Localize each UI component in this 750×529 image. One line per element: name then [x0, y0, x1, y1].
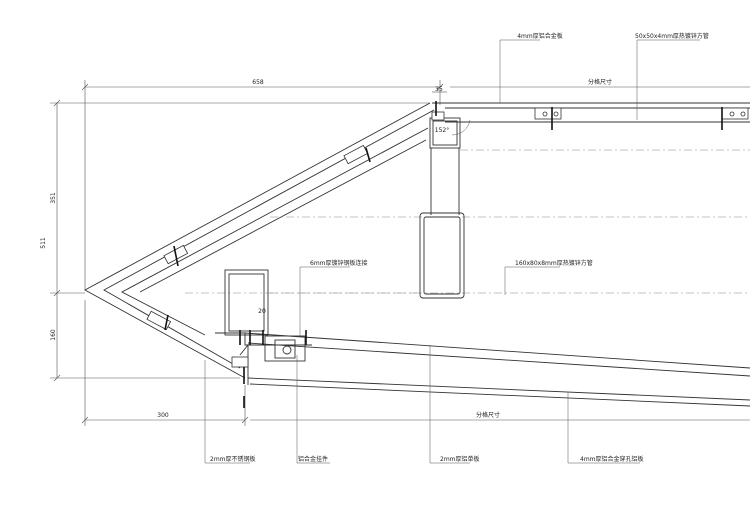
steel-tubes	[215, 117, 465, 362]
leader-lines	[204, 39, 700, 464]
dim-top-width: 658	[252, 79, 264, 86]
fastener	[343, 144, 369, 165]
top-square-tube	[429, 117, 461, 149]
label-top-plate: 4mm厚铝合金板	[517, 32, 563, 40]
eave-outline	[84, 102, 750, 407]
label-top-tube: 50x50x4mm厚热镀锌方管	[635, 32, 709, 40]
dimension-texts: 658 35 分格尺寸 511 351 160 300 分格尺寸 152° 20	[40, 78, 612, 419]
dim-angle: 152°	[435, 127, 449, 134]
fastener	[146, 310, 172, 331]
label-main-tube: 160x80x8mm厚热镀锌方管	[515, 259, 593, 267]
fasteners	[146, 107, 749, 368]
fastener	[231, 356, 249, 368]
bolt-marks	[164, 101, 723, 408]
label-steel-plate: 6mm厚镀锌钢板连接	[310, 259, 368, 267]
dim-upper-height: 351	[50, 192, 57, 204]
dim-top-fen-ge: 分格尺寸	[588, 78, 612, 86]
label-bottom-center-left: 铝合金挂件	[298, 455, 328, 463]
fastener	[534, 107, 562, 120]
dim-bottom-width: 300	[157, 412, 169, 419]
annotation-texts: 4mm厚铝合金板 50x50x4mm厚热镀锌方管 160x80x8mm厚热镀锌方…	[210, 32, 709, 463]
dim-detail-small: 20	[258, 308, 266, 315]
center-lines	[185, 149, 750, 294]
main-square-tube	[419, 212, 465, 299]
lower-square-tube	[224, 269, 269, 336]
dimension-lines	[50, 80, 750, 426]
connector-plate	[264, 335, 306, 362]
dim-bottom-fen-ge: 分格尺寸	[476, 411, 500, 419]
label-bottom-center: 2mm厚铝单板	[440, 455, 480, 463]
angle-arc	[451, 119, 471, 136]
dim-total-height: 511	[40, 237, 47, 249]
label-bottom-left: 2mm厚不锈钢板	[210, 455, 256, 463]
dim-top-small: 35	[435, 86, 443, 93]
dim-lower-height: 160	[50, 329, 57, 341]
fastener	[431, 111, 445, 121]
label-bottom-right: 4mm厚铝合金穿孔铝板	[580, 455, 644, 463]
